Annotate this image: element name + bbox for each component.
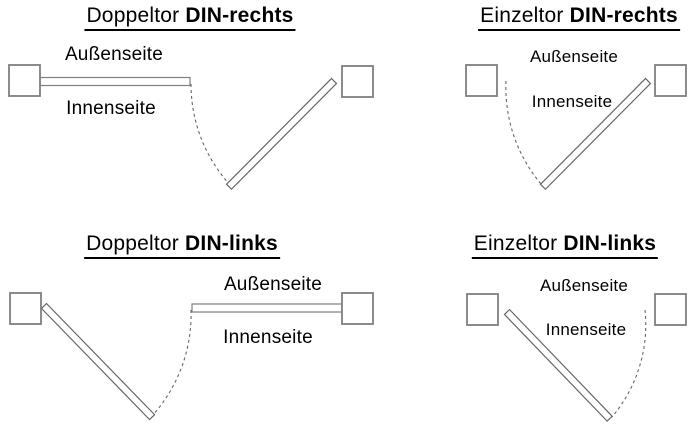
door-leaf-open [539,77,652,191]
inside-label: Innenseite [66,98,156,119]
door-leaf-closed [39,76,191,87]
swing-arc [611,309,647,418]
din-variant-label: DIN-links [563,232,657,255]
inside-label: Innenseite [545,320,627,339]
gate-post-left [9,292,42,325]
gate-post-right [654,64,687,97]
outside-label: Außenseite [530,47,618,66]
swing-arc [505,80,542,185]
door-leaf-closed [191,303,343,313]
inside-label: Innenseite [223,327,313,348]
outside-label: Außenseite [64,44,164,65]
gate-post-right [654,293,687,326]
gate-kind-label: Doppeltor [86,232,179,255]
door-leaf-open [225,77,338,191]
gate-post-left [465,64,498,97]
outside-label: Außenseite [540,276,628,295]
door-leaf-open [40,302,156,421]
title-einzeltor-din-rechts: Einzeltor DIN-rechts [478,4,680,32]
gate-kind-label: Einzeltor [480,4,564,27]
door-leaf-open [503,308,613,422]
gate-post-right [341,292,374,325]
din-variant-label: DIN-links [185,232,278,255]
swing-arc [151,309,192,417]
gate-kind-label: Doppeltor [86,4,180,27]
inside-label: Innenseite [531,92,613,111]
title-doppeltor-din-rechts: Doppeltor DIN-rechts [84,4,296,32]
gate-post-left [8,64,41,97]
outside-label: Außenseite [223,274,323,295]
einzeltor-din-rechts-drawing [465,64,687,191]
swing-arc [190,83,232,187]
title-einzeltor-din-links: Einzeltor DIN-links [471,232,659,260]
gate-post-right [341,65,374,98]
gate-kind-label: Einzeltor [473,232,558,255]
doppeltor-din-rechts-drawing [8,64,374,191]
title-doppeltor-din-links: Doppeltor DIN-links [84,232,280,260]
einzeltor-din-links-drawing [466,293,687,422]
din-variant-label: DIN-rechts [569,4,678,27]
gate-post-left [466,293,499,326]
din-variant-label: DIN-rechts [185,4,294,27]
doppeltor-din-links-drawing [9,292,374,421]
